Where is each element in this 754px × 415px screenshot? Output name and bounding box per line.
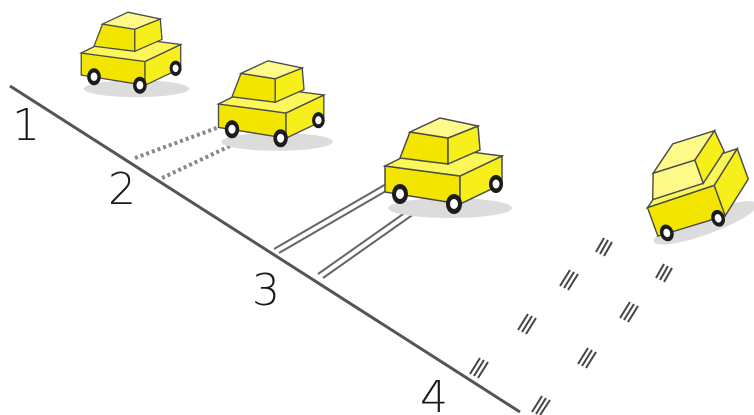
car-2 <box>217 60 334 152</box>
car-3 <box>384 117 513 219</box>
tracks-4 <box>469 237 673 415</box>
label-3: 3 <box>252 265 280 316</box>
label-1: 1 <box>12 100 40 151</box>
label-4: 4 <box>420 372 448 415</box>
label-2: 2 <box>108 164 136 215</box>
car-4 <box>645 129 754 245</box>
ground-line <box>9 84 521 414</box>
car-1 <box>80 11 190 98</box>
